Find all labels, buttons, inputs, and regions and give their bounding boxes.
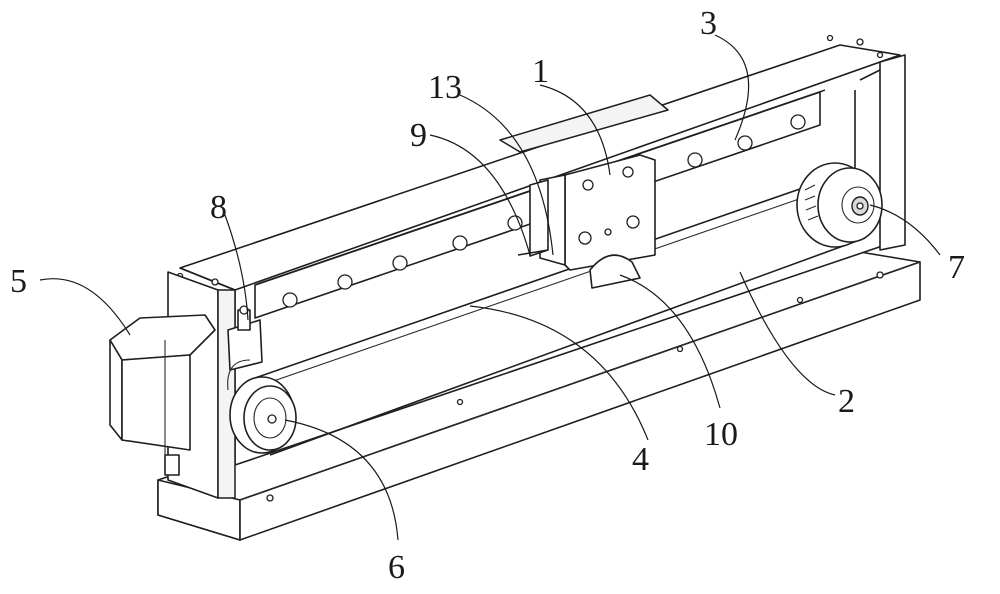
callout-13: 13 [428,69,462,106]
callout-7: 7 [948,249,965,286]
callout-5: 5 [10,263,27,300]
callout-8: 8 [210,189,227,226]
callout-6: 6 [388,549,405,586]
idler-pulley [797,163,882,247]
callout-10: 10 [704,416,738,453]
callout-4: 4 [632,441,649,478]
callout-9: 9 [410,117,427,154]
callout-2: 2 [838,383,855,420]
callout-3: 3 [700,5,717,42]
callout-1: 1 [532,53,549,90]
